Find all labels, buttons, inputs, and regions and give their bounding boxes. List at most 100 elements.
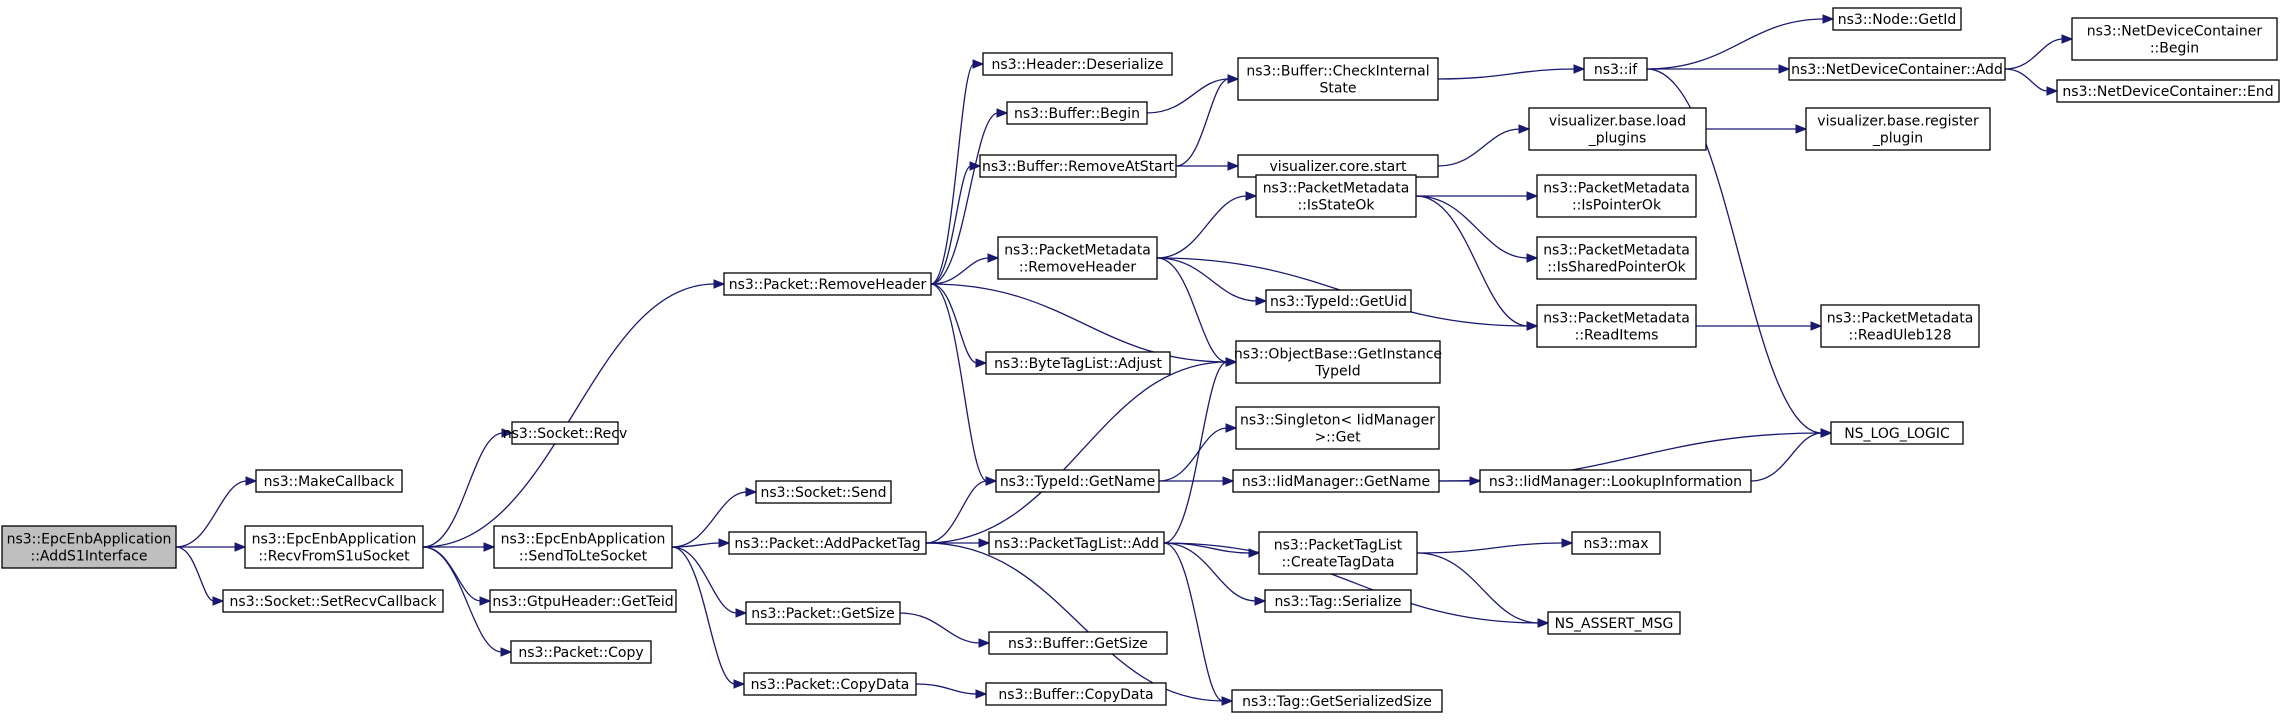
node-n39[interactable]: ns3::PacketMetadata::ReadUleb128 [1820, 304, 1980, 348]
edge-arrowhead [996, 108, 1009, 118]
node-box [1255, 174, 1417, 218]
node-n17[interactable]: ns3::Packet::AddPacketTag [728, 531, 927, 555]
edge-arrowhead [2046, 86, 2059, 96]
node-box [985, 682, 1167, 706]
node-n29[interactable]: ns3::Singleton< IidManager >::Get [1235, 406, 1440, 450]
node-box [1547, 611, 1681, 635]
node-n21[interactable]: ns3::Tag::GetSerializedSize [1231, 689, 1443, 713]
node-label: ns3::ObjectBase::GetInstance [1234, 347, 1442, 363]
node-label: ::AddS1Interface [30, 549, 147, 565]
node-label: >::Get [1314, 430, 1361, 446]
node-label: ns3::Node::GetId [1838, 12, 1956, 28]
node-n15[interactable]: ns3::TypeId::GetName [995, 469, 1160, 493]
edge-arrowhead [1225, 357, 1238, 367]
node-n34[interactable]: ns3::if [1583, 57, 1648, 81]
node-n5[interactable]: ns3::Packet::RemoveHeader [723, 272, 932, 296]
edge-arrowhead [1526, 321, 1539, 331]
node-n22[interactable]: ns3::Buffer::GetSize [988, 631, 1168, 655]
node-n41[interactable]: ns3::max [1571, 531, 1661, 555]
node-box [1536, 174, 1697, 218]
node-n8[interactable]: ns3::Packet::Copy [510, 640, 652, 664]
node-label: ::CreateTagData [1281, 555, 1394, 571]
node-label: ns3::IidManager::GetName [1242, 474, 1430, 490]
node-label: ns3::GtpuHeader::GetTeid [492, 594, 673, 610]
node-label: _plugin [1872, 131, 1923, 147]
edge-arrowhead [1778, 64, 1791, 74]
edge-n34-to-n35 [1646, 68, 1823, 434]
node-n1[interactable]: ns3::MakeCallback [255, 469, 403, 493]
node-n3[interactable]: ns3::Socket::SetRecvCallback [222, 589, 444, 613]
node-n19[interactable]: ns3::Packet::CopyData [743, 672, 917, 696]
node-n35[interactable]: NS_LOG_LOGIC [1830, 421, 1964, 445]
node-n33[interactable]: NS_ASSERT_MSG [1547, 611, 1681, 635]
edge-arrowhead [969, 161, 982, 171]
node-n28[interactable]: ns3::TypeId::GetUid [1265, 289, 1412, 313]
node-n2[interactable]: ns3::EpcEnbApplication::RecvFromS1uSocke… [244, 525, 424, 569]
node-box [1820, 304, 1980, 348]
edge-arrowhead [745, 487, 758, 497]
node-n18[interactable]: ns3::Packet::GetSize [745, 601, 901, 625]
node-n4[interactable]: ns3::Socket::Recv [503, 421, 628, 445]
node-n30[interactable]: ns3::IidManager::GetName [1232, 469, 1440, 493]
node-label: ns3::NetDeviceContainer [2087, 24, 2263, 40]
edge-n17-to-n15 [925, 480, 988, 544]
node-n20[interactable]: ns3::PacketTagList::Add [988, 531, 1165, 555]
edge-arrowhead [1822, 14, 1835, 24]
edge-n31-to-n33 [1416, 552, 1540, 624]
node-box [1258, 531, 1418, 575]
node-n6[interactable]: ns3::EpcEnbApplication::SendToLteSocket [493, 525, 673, 569]
edge-n43-to-n46 [2004, 68, 2049, 92]
node-n14[interactable]: ns3::ByteTagList::Adjust [985, 351, 1171, 375]
node-n23[interactable]: ns3::Buffer::CopyData [985, 682, 1167, 706]
node-n43[interactable]: ns3::NetDeviceContainer::Add [1788, 57, 2006, 81]
node-n37[interactable]: ns3::PacketMetadata::IsPointerOk [1536, 174, 1697, 218]
edge-arrowhead [245, 476, 258, 486]
edge-n20-to-n21 [1163, 542, 1224, 702]
node-label: ns3::Packet::RemoveHeader [729, 277, 927, 293]
node-n11[interactable]: ns3::Buffer::RemoveAtStart [979, 154, 1177, 178]
edge-arrowhead [1255, 296, 1268, 306]
node-n44[interactable]: visualizer.base.register_plugin [1805, 107, 1991, 151]
node-n42[interactable]: ns3::Node::GetId [1832, 7, 1962, 31]
node-box [743, 672, 917, 696]
edge-n5-to-n15 [930, 283, 988, 482]
node-box [1235, 406, 1440, 450]
node-n26[interactable]: ns3::PacketMetadata::IsStateOk [1255, 174, 1417, 218]
node-n12[interactable]: ns3::PacketMetadata::RemoveHeader [997, 236, 1158, 280]
node-box [1231, 689, 1443, 713]
edge-arrowhead [1561, 538, 1574, 548]
edge-arrowhead [1526, 253, 1539, 263]
edge-n10-to-n24 [1146, 78, 1230, 114]
edge-n2-to-n4 [422, 432, 504, 548]
node-n0[interactable]: ns3::EpcEnbApplication::AddS1Interface [1, 525, 177, 569]
node-label: ns3::PacketMetadata [1004, 243, 1151, 259]
node-n27[interactable]: ns3::PacketMetadata::ReadItems [1536, 304, 1697, 348]
node-label: ns3::Singleton< IidManager [1240, 413, 1435, 429]
edge-n26-to-n38 [1415, 195, 1529, 259]
node-box [255, 469, 403, 493]
node-n10[interactable]: ns3::Buffer::Begin [1006, 101, 1148, 125]
node-label: ns3::if [1594, 62, 1638, 78]
node-n9[interactable]: ns3::Header::Deserialize [982, 52, 1173, 76]
node-label: ns3::PacketMetadata [1543, 311, 1690, 327]
node-n45[interactable]: ns3::NetDeviceContainer::Begin [2071, 17, 2278, 61]
node-n32[interactable]: ns3::Tag::Serialize [1264, 589, 1412, 613]
node-label: ::RecvFromS1uSocket [258, 549, 410, 565]
node-label: ::IsStateOk [1297, 198, 1375, 214]
edge-n5-to-n11 [930, 165, 972, 285]
node-label: ns3::PacketMetadata [1543, 243, 1690, 259]
node-n38[interactable]: ns3::PacketMetadata::IsSharedPointerOk [1536, 236, 1697, 280]
node-box [1265, 289, 1412, 313]
node-label: ns3::Packet::Copy [518, 645, 643, 661]
node-n25[interactable]: visualizer.core.start [1237, 154, 1439, 178]
node-box [1, 525, 177, 569]
node-n16[interactable]: ns3::Socket::Send [755, 480, 892, 504]
node-n40[interactable]: ns3::IidManager::LookupInformation [1479, 469, 1752, 493]
node-n36[interactable]: visualizer.base.load_plugins [1528, 107, 1707, 151]
node-n7[interactable]: ns3::GtpuHeader::GetTeid [489, 589, 677, 613]
node-n46[interactable]: ns3::NetDeviceContainer::End [2056, 79, 2280, 103]
node-n31[interactable]: ns3::PacketTagList::CreateTagData [1258, 531, 1418, 575]
